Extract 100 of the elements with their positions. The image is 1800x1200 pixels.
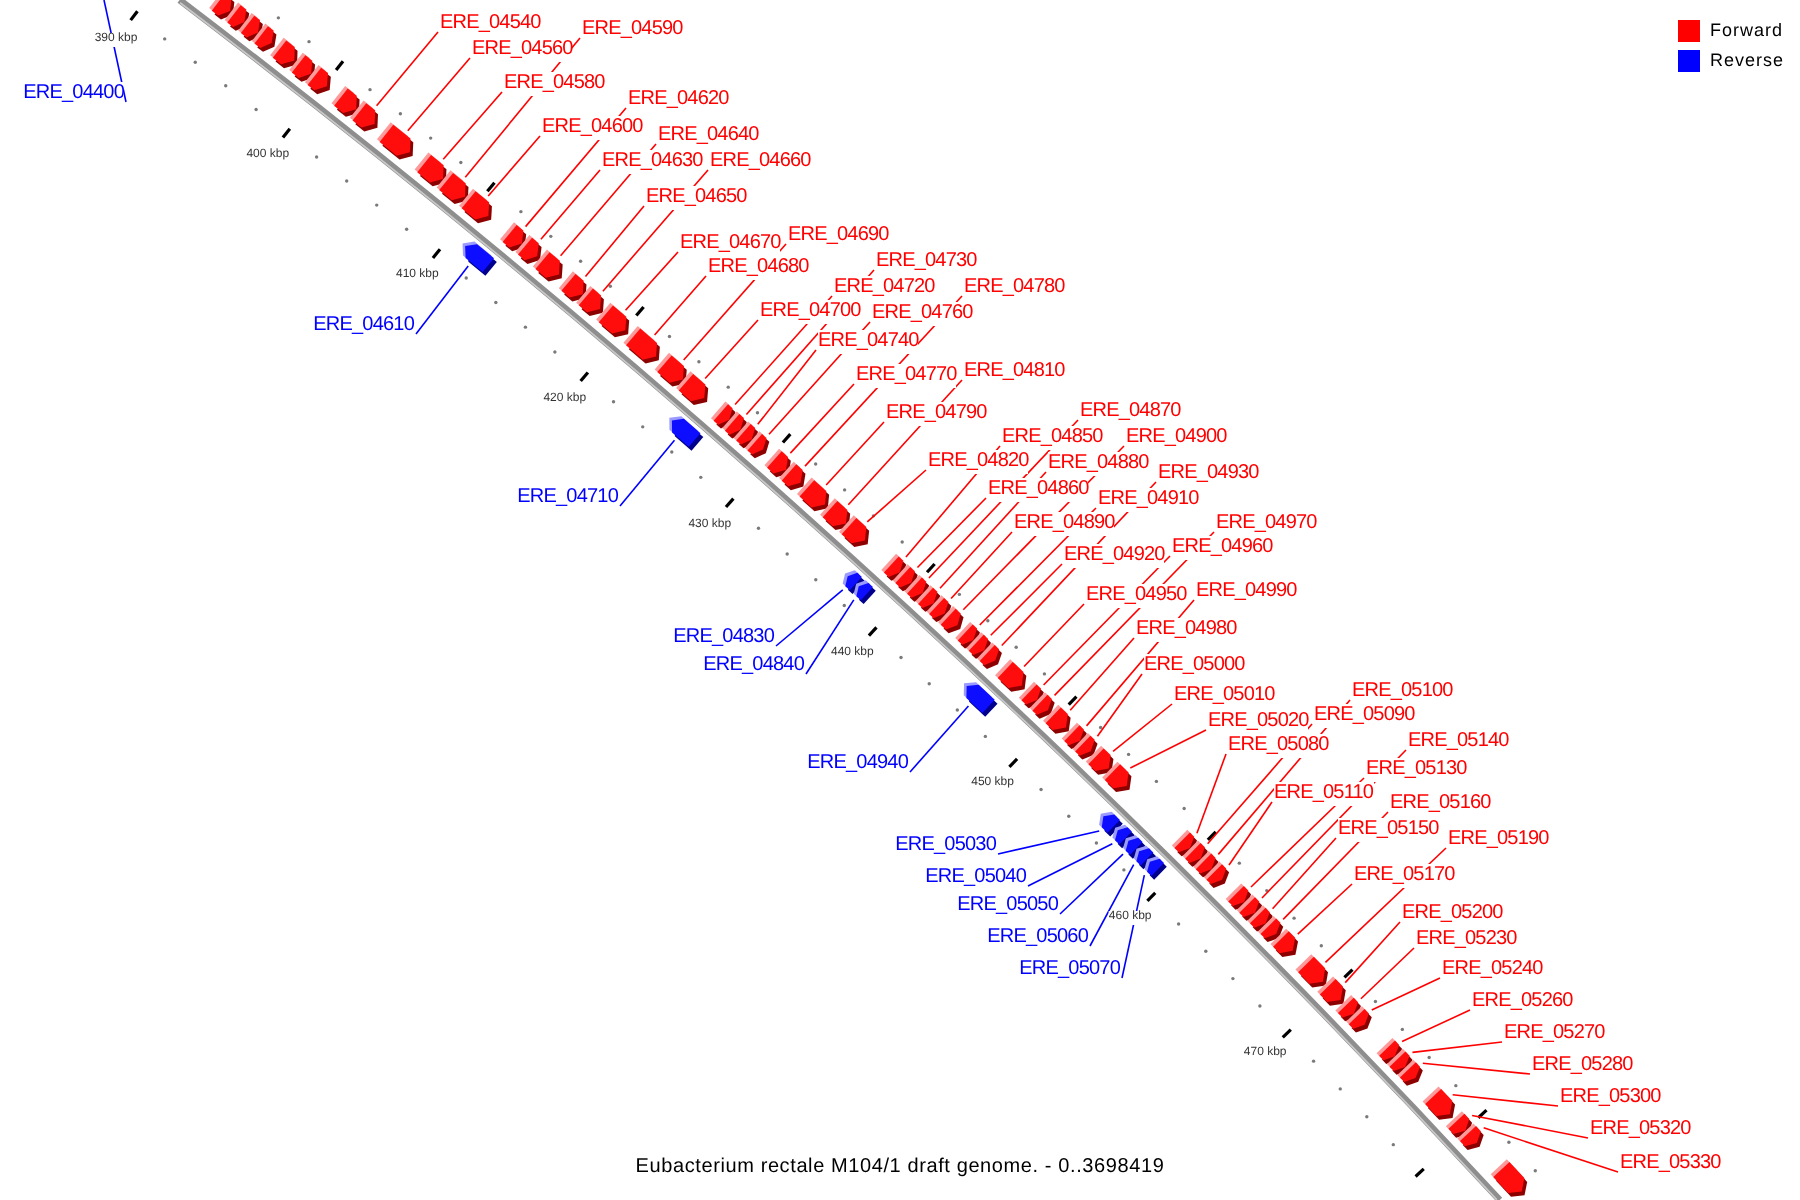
gene-label: ERE_04660: [710, 150, 811, 174]
leader-line: [1451, 1094, 1559, 1107]
gene-label: ERE_04820: [928, 450, 1029, 474]
gene-block: [462, 241, 497, 276]
gene-block: [820, 498, 851, 531]
gene-block: [1295, 954, 1328, 988]
gene-label: ERE_04620: [628, 88, 729, 112]
gene-label: ERE_05070: [1019, 958, 1120, 982]
gene-block: [669, 416, 704, 451]
leader-line: [624, 251, 679, 312]
gene-label: ERE_05170: [1354, 864, 1455, 888]
gene-label: ERE_04560: [472, 38, 573, 62]
leader-line: [442, 91, 503, 161]
gene-label: ERE_04770: [856, 364, 957, 388]
gene-block: [558, 271, 587, 302]
gene-label: ERE_04780: [964, 276, 1065, 300]
gene-label: ERE_05000: [1144, 654, 1245, 678]
leader-line: [1069, 637, 1135, 712]
gene-label: ERE_04930: [1158, 462, 1259, 486]
leader-line: [805, 599, 855, 675]
gene-label: ERE_04720: [834, 276, 935, 300]
leader-line: [1370, 977, 1441, 1011]
leader-line: [756, 349, 817, 426]
gene-block: [1422, 1086, 1456, 1120]
gene-label: ERE_05140: [1408, 730, 1509, 754]
gene-block: [938, 606, 964, 634]
gene-block: [376, 122, 414, 160]
gene-label: ERE_05010: [1174, 684, 1275, 708]
gene-block: [744, 431, 770, 459]
gene-label: ERE_05330: [1620, 1152, 1721, 1176]
gene-label: ERE_04760: [872, 302, 973, 326]
gene-block: [576, 285, 604, 316]
leader-line: [1059, 853, 1124, 915]
leader-line: [487, 135, 541, 197]
gene-label: ERE_04990: [1196, 580, 1297, 604]
gene-block: [331, 86, 360, 117]
gene-label: ERE_05020: [1208, 710, 1309, 734]
gene-label: ERE_04630: [602, 150, 703, 174]
gene-label: ERE_05060: [987, 926, 1088, 950]
gene-label: ERE_04690: [788, 224, 889, 248]
gene-label: ERE_04610: [313, 314, 414, 338]
gene-label: ERE_05100: [1352, 680, 1453, 704]
gene-label: ERE_05030: [895, 834, 996, 858]
leader-line: [1121, 874, 1146, 979]
gene-block: [436, 170, 469, 205]
leader-line: [1471, 1114, 1589, 1139]
leader-line: [540, 169, 601, 241]
gene-label: ERE_05260: [1472, 990, 1573, 1014]
gene-block: [1270, 928, 1298, 958]
leader-line: [1129, 729, 1207, 769]
gene-label: ERE_04950: [1086, 584, 1187, 608]
leader-line: [825, 421, 885, 486]
gene-block: [623, 326, 660, 364]
gene-label: ERE_05270: [1504, 1022, 1605, 1046]
gene-label: ERE_05130: [1366, 758, 1467, 782]
leader-line: [989, 563, 1063, 637]
gene-block: [596, 302, 630, 338]
gene-block: [459, 188, 492, 224]
gene-label: ERE_04590: [582, 18, 683, 42]
gene-label: ERE_04810: [964, 360, 1065, 384]
gene-label: ERE_05300: [1560, 1086, 1661, 1110]
gene-block: [251, 23, 277, 52]
gene-label: ERE_05040: [925, 866, 1026, 890]
gene-label: ERE_05200: [1402, 902, 1503, 926]
gene-block: [1043, 704, 1071, 734]
leader-line: [1027, 842, 1114, 887]
gene-block: [1029, 692, 1055, 719]
legend-label: Reverse: [1710, 50, 1785, 72]
gene-block: [304, 65, 331, 95]
leader-line: [1228, 801, 1273, 866]
leader-line: [1096, 673, 1143, 738]
leader-line: [916, 497, 987, 569]
gene-label: ERE_04830: [673, 626, 774, 650]
leader-line: [619, 439, 676, 507]
gene-label: ERE_04540: [440, 12, 541, 36]
gene-block: [995, 659, 1027, 692]
gene-block: [779, 461, 806, 491]
gene-label: ERE_04880: [1048, 452, 1149, 476]
gene-label: ERE_04400: [23, 82, 124, 106]
gene-label: ERE_04910: [1098, 488, 1199, 512]
leader-line: [704, 319, 759, 380]
gene-block: [1085, 745, 1114, 775]
leader-line: [950, 531, 1013, 600]
leader-line: [415, 265, 469, 335]
leader-line: [103, 0, 127, 103]
gene-block: [532, 249, 563, 282]
leader-line: [997, 830, 1100, 855]
leader-line: [1401, 1009, 1471, 1043]
gene-label: ERE_05230: [1416, 928, 1517, 952]
gene-label: ERE_04740: [818, 330, 919, 354]
gene-block: [796, 477, 830, 512]
gene-block: [1397, 1059, 1423, 1086]
leader-line: [584, 205, 645, 278]
leader-line: [1422, 1062, 1531, 1075]
gene-block: [349, 100, 378, 132]
gene-label: ERE_04650: [646, 186, 747, 210]
gene-label: ERE_05050: [957, 894, 1058, 918]
leader-line: [1344, 921, 1401, 984]
gene-block: [1317, 976, 1346, 1006]
gene-label: ERE_04850: [1002, 426, 1103, 450]
